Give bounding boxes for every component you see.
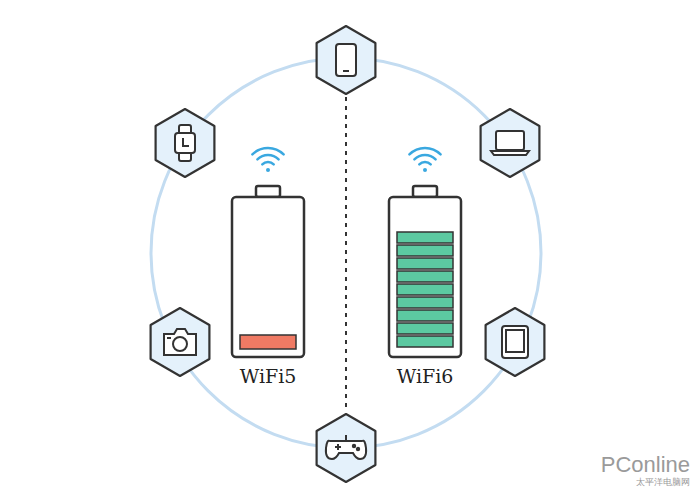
series-label: WiFi5 [240,366,297,388]
wifi-icon [409,148,440,172]
battery-low [232,186,304,357]
gamepad-icon [317,414,376,482]
phone-icon [317,26,376,94]
charge-bar [397,297,453,308]
charge-bar [397,258,453,269]
laptop-icon [481,109,540,177]
charge-bar [397,336,453,347]
camera-icon [151,308,210,376]
charge-bar [397,271,453,282]
tablet-icon [486,308,545,376]
battery-full [389,186,461,357]
divider-line [345,97,347,412]
series-label: WiFi6 [397,366,454,388]
charge-bar [397,284,453,295]
charge-bar [397,323,453,334]
watermark: PConline [601,452,690,477]
watermark: 太平洋电脑网 [636,477,690,487]
wifi-icon [252,148,283,172]
watch-icon [156,109,215,177]
charge-bar [397,245,453,256]
charge-bar [397,310,453,321]
charge-bar [397,232,453,243]
ring [151,58,541,448]
